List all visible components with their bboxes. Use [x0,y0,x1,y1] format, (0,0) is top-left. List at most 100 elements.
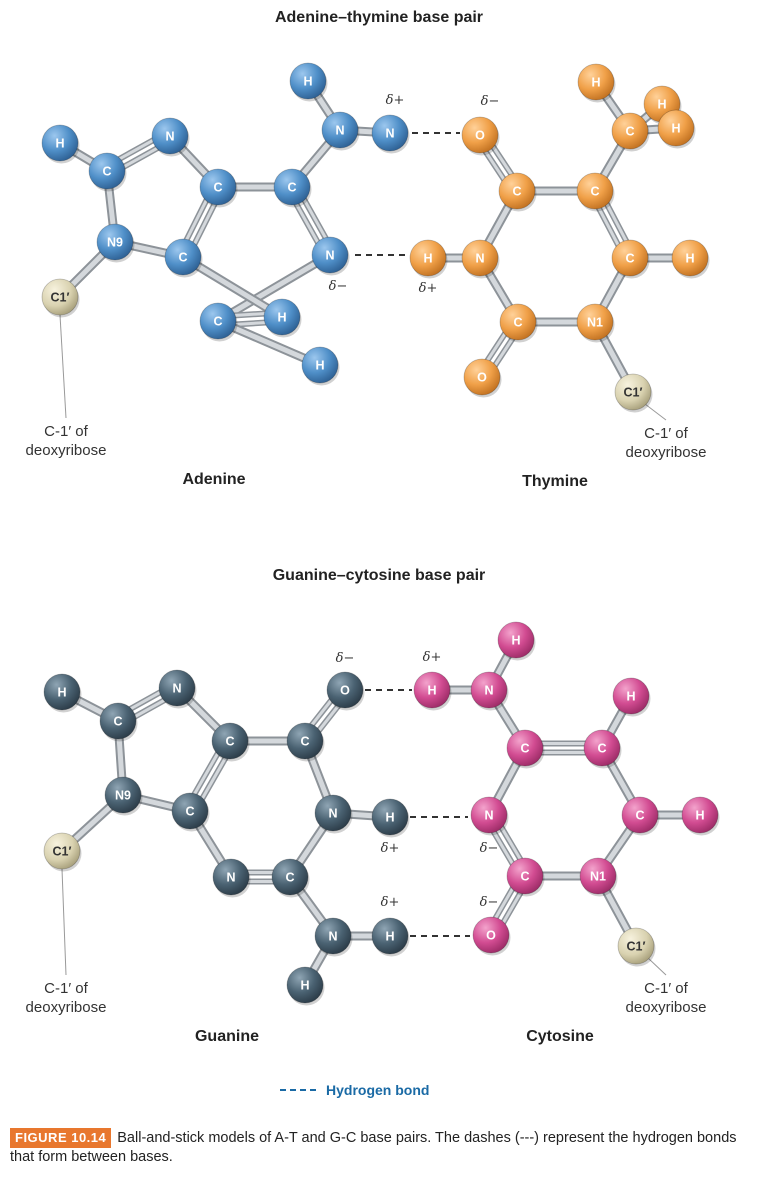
guanine-atom-h: H [371,917,410,957]
guanine-atom-n: N [314,917,353,957]
hydrogen-bonds-layer [355,132,470,937]
adenine-atom-h: H [41,124,80,164]
svg-text:C1′: C1′ [53,845,72,859]
svg-text:C: C [185,805,194,819]
partial-charges-layer: δ+δ−δ−δ+δ−δ+δ+δ−δ+δ− [329,93,500,910]
gc-delta-3: δ+ [381,841,400,856]
svg-text:N1: N1 [587,316,603,330]
adenine-atom-n: N [151,117,190,157]
adenine-bond [213,316,325,370]
guanine-c1-leader [61,868,67,976]
guanine-atom-h: H [43,673,82,713]
svg-text:H: H [423,252,432,266]
thymine-atom-o: O [461,116,500,156]
gc-delta-2: δ+ [423,650,442,665]
svg-text:H: H [385,811,394,825]
guanine-atom-n: N [212,858,251,898]
svg-text:C: C [213,315,222,329]
svg-text:C: C [113,715,122,729]
cytosine-atom-h: H [612,677,651,717]
svg-text:H: H [695,809,704,823]
svg-text:C: C [512,185,521,199]
cytosine-c1-leader [647,957,667,976]
thymine-atom-c1: C1′ [614,373,653,413]
legend-label: Hydrogen bond [326,1082,429,1098]
adenine-c1-label-line1: C-1′ of [44,423,88,440]
thymine-atom-n: N [461,239,500,279]
adenine-atom-c: C [199,168,238,208]
thymine-atom-c: C [611,239,650,279]
svg-text:C: C [520,870,529,884]
svg-text:H: H [657,98,666,112]
svg-text:H: H [427,684,436,698]
svg-text:C: C [590,185,599,199]
thymine-atom-c: C [499,303,538,343]
svg-text:H: H [511,634,520,648]
svg-text:H: H [626,690,635,704]
guanine-c1-label-line2: deoxyribose [26,999,107,1016]
thymine-atom-c: C [611,112,650,152]
svg-text:O: O [477,371,487,385]
svg-text:C: C [225,735,234,749]
svg-text:H: H [671,122,680,136]
svg-text:H: H [385,930,394,944]
svg-text:C: C [102,165,111,179]
cytosine-atom-n: N [470,796,509,836]
at-delta-3: δ− [329,279,348,294]
svg-text:N: N [328,807,337,821]
at-delta-1: δ+ [386,93,405,108]
cytosine-atom-h: H [413,671,452,711]
gc-pair-title: Guanine–cytosine base pair [273,567,486,584]
svg-text:O: O [486,929,496,943]
svg-text:N: N [172,682,181,696]
adenine-atom-c: C [199,302,238,342]
base-pair-diagram: Adenine–thymine base pair Guanine–cytosi… [26,9,720,1098]
thymine-atom-c: C [498,172,537,212]
cytosine-atom-c: C [583,729,622,769]
adenine-atom-h: H [263,298,302,338]
cytosine-atom-c: C [621,796,660,836]
svg-text:O: O [475,129,485,143]
gc-delta-1: δ− [336,651,355,666]
svg-text:C: C [597,742,606,756]
adenine-c1-label-line2: deoxyribose [26,442,107,459]
svg-text:H: H [57,686,66,700]
thymine-label: Thymine [522,473,588,490]
adenine-atom-n9: N9 [96,223,135,263]
cytosine-c1-label-line1: C-1′ of [644,980,688,997]
cytosine-atom-c1: C1′ [617,927,656,967]
caption-text: Ball-and-stick models of A-T and G-C bas… [10,1130,737,1165]
adenine-atom-n: N [321,111,360,151]
svg-text:N: N [385,127,394,141]
svg-text:C1′: C1′ [624,386,643,400]
svg-text:N: N [328,930,337,944]
svg-text:N: N [226,871,235,885]
cytosine-atom-o: O [472,916,511,956]
svg-text:C: C [635,809,644,823]
svg-text:C: C [513,316,522,330]
adenine-bond [213,250,335,326]
adenine-atom-c: C [273,168,312,208]
figure-label: FIGURE 10.14 [10,1128,112,1148]
thymine-atom-h: H [657,109,696,149]
svg-text:C: C [285,871,294,885]
adenine-label: Adenine [182,471,245,488]
svg-text:H: H [591,76,600,90]
thymine-atom-h: H [409,239,448,279]
cytosine-c1-label-line2: deoxyribose [626,999,707,1016]
cytosine-atom-n: N [470,671,509,711]
thymine-atom-o: O [463,358,502,398]
adenine-atom-c: C [88,152,127,192]
adenine-atom-n: N [311,236,350,276]
cytosine-atom-h: H [497,621,536,661]
svg-text:N9: N9 [107,236,123,250]
svg-text:C: C [625,252,634,266]
adenine-atom-h: H [301,346,340,386]
thymine-c1-leader [644,403,667,421]
cytosine-atom-c: C [506,857,545,897]
gc-delta-4: δ− [480,841,499,856]
svg-text:N: N [484,809,493,823]
svg-text:C1′: C1′ [51,291,70,305]
